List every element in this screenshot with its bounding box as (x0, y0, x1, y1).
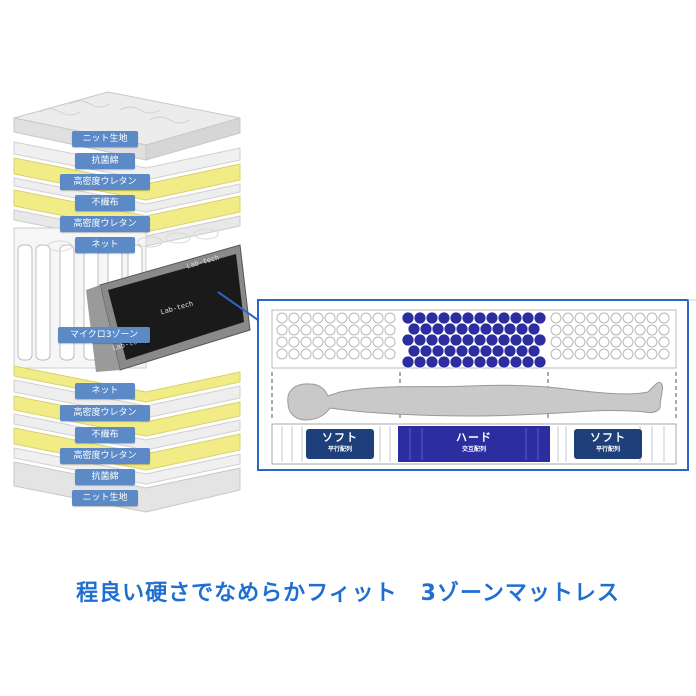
soft-zone-right-title: ソフト (590, 431, 626, 444)
soft-coils-right (550, 312, 670, 360)
product-caption: 程良い硬さでなめらかフィット 3ゾーンマットレス (76, 581, 620, 606)
soft-zone-left-text: ソフト 平行配列 (306, 431, 374, 454)
soft-zone-right-sub: 平行配列 (595, 446, 620, 453)
layer-label-urethane-top-1: 高密度ウレタン (60, 174, 150, 190)
hard-zone-text: ハード 交互配列 (440, 431, 508, 454)
layer-label-knit-top: ニット生地 (72, 131, 138, 147)
soft-zone-right-text: ソフト 平行配列 (574, 431, 642, 454)
layer-label-net-top: ネット (75, 237, 135, 253)
layer-label-net-bottom: ネット (75, 383, 135, 399)
layer-label-nonwoven-top: 不織布 (75, 195, 135, 211)
hard-coils-center (401, 311, 547, 369)
upper-comfort-layers (13, 141, 241, 247)
layer-label-urethane-bottom-2: 高密度ウレタン (60, 448, 150, 464)
layer-label-antibacterial-top: 抗菌綿 (75, 153, 135, 169)
zone-callout-panel (257, 299, 696, 471)
soft-zone-badge-right (574, 429, 642, 459)
soft-zone-badge-left (306, 429, 374, 459)
hard-zone-title: ハード (456, 431, 492, 444)
layer-label-nonwoven-bottom: 不織布 (75, 427, 135, 443)
soft-zone-left-title: ソフト (322, 431, 358, 444)
hard-zone-sub: 交互配列 (461, 446, 486, 453)
layer-label-micro-3-zone: マイクロ3ゾーン (58, 327, 150, 343)
layer-label-knit-bottom: ニット生地 (72, 490, 138, 506)
soft-coils-left (276, 312, 396, 360)
body-silhouette (287, 381, 663, 421)
soft-zone-left-sub: 平行配列 (327, 446, 352, 453)
lower-comfort-layers (13, 365, 241, 513)
layer-label-urethane-top-2: 高密度ウレタン (60, 216, 150, 232)
layer-label-urethane-bottom-1: 高密度ウレタン (60, 405, 150, 421)
hard-zone-badge (440, 429, 508, 459)
layer-label-antibacterial-bottom: 抗菌綿 (75, 469, 135, 485)
callout-pointer (217, 291, 259, 321)
